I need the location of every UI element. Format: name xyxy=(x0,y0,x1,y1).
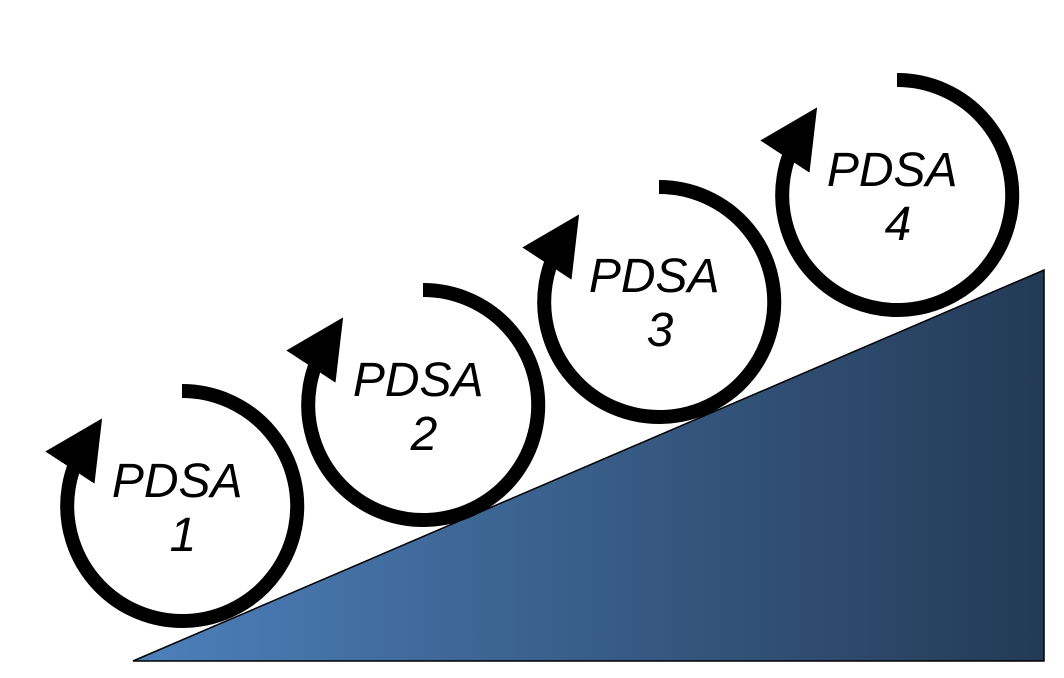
cycle-arrow-icon xyxy=(45,384,305,628)
cycle-label-line1: PDSA xyxy=(112,455,241,508)
svg-text:PDSA 3: PDSA 3 xyxy=(589,250,731,357)
cycle-label-line2: 2 xyxy=(410,408,438,461)
svg-text:PDSA 1: PDSA 1 xyxy=(112,455,254,562)
incline-ramp xyxy=(132,268,1045,662)
cycle-label-line1: PDSA xyxy=(589,250,718,303)
cycle-arrow-icon xyxy=(522,180,782,424)
svg-text:PDSA 4: PDSA 4 xyxy=(827,144,969,251)
cycle-label-line1: PDSA xyxy=(353,354,482,407)
cycle-label-line2: 4 xyxy=(885,198,912,251)
pdsa-cycle-3: PDSA 3 xyxy=(522,180,782,424)
svg-text:PDSA 2: PDSA 2 xyxy=(353,354,495,461)
cycle-label-line2: 1 xyxy=(170,509,197,562)
cycle-label-line1: PDSA xyxy=(827,144,956,197)
pdsa-cycle-2: PDSA 2 xyxy=(286,283,546,527)
pdsa-cycle-1: PDSA 1 xyxy=(45,384,305,628)
cycle-arrow-icon xyxy=(286,283,546,527)
cycle-label-line2: 3 xyxy=(647,304,674,357)
pdsa-cycle-4: PDSA 4 xyxy=(760,73,1020,317)
cycle-arrow-icon xyxy=(760,73,1020,317)
